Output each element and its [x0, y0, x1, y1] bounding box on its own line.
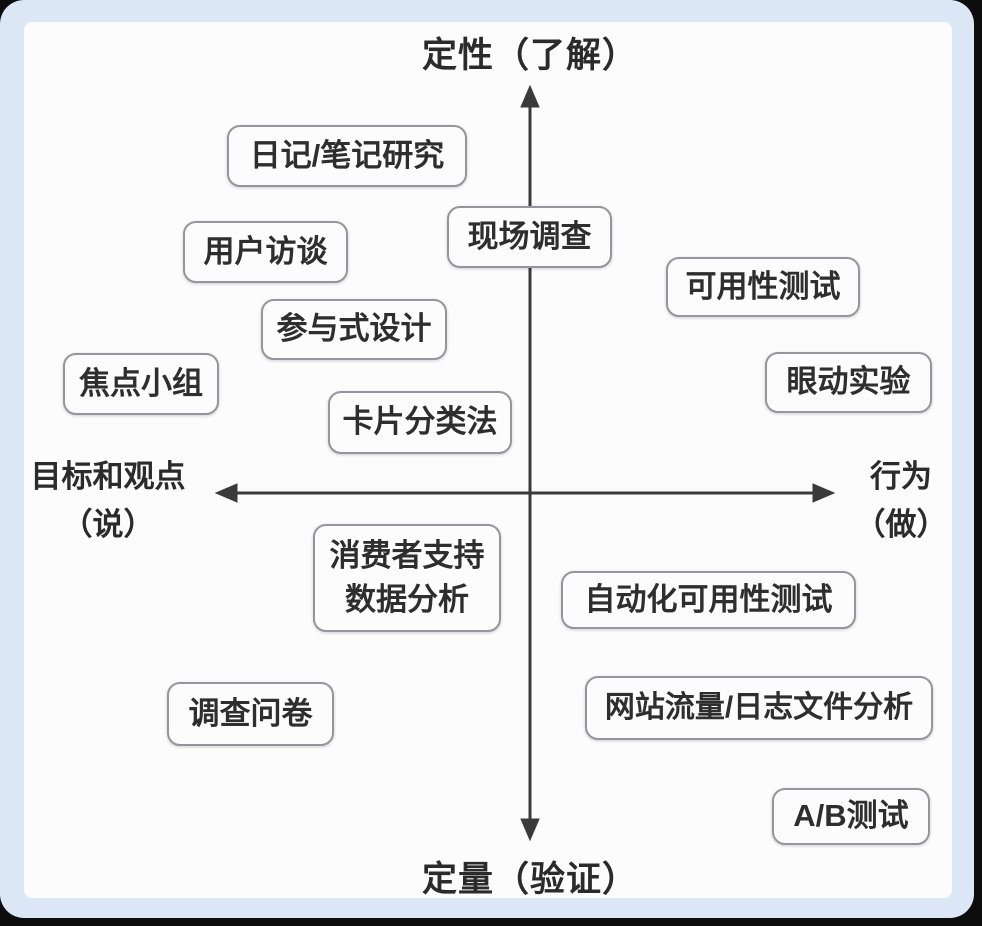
axis-title-quantitative: 定量（验证） — [421, 860, 638, 899]
vertical-axis-arrow — [520, 84, 540, 842]
method-box-card-sorting: 卡片分类法 — [328, 391, 512, 454]
arrowhead-down-icon — [520, 818, 540, 842]
axis-label-say-line2: （说） — [61, 507, 155, 542]
method-box-automated-usability-testing: 自动化可用性测试 — [561, 571, 856, 629]
axis-label-say: 目标和观点 （说） — [14, 453, 202, 549]
method-box-ab-testing: A/B测试 — [772, 788, 930, 845]
method-box-participatory-design: 参与式设计 — [261, 299, 447, 360]
arrowhead-left-icon — [214, 483, 238, 503]
method-box-eye-tracking: 眼动实验 — [765, 352, 932, 413]
method-box-field-study: 现场调查 — [447, 206, 612, 268]
axis-label-do: 行为 （做） — [845, 453, 957, 549]
arrowhead-right-icon — [812, 483, 836, 503]
method-box-web-traffic-log-analysis: 网站流量/日志文件分析 — [585, 676, 933, 740]
arrowhead-up-icon — [520, 84, 540, 108]
method-box-user-interviews: 用户访谈 — [183, 221, 348, 283]
axis-label-say-line1: 目标和观点 — [30, 459, 186, 494]
horizontal-axis-arrow — [214, 483, 836, 503]
method-box-customer-support-data-analysis: 消费者支持 数据分析 — [313, 524, 501, 632]
method-box-diary-study: 日记/笔记研究 — [227, 125, 467, 187]
method-box-usability-testing: 可用性测试 — [666, 257, 860, 317]
method-box-survey-questionnaire: 调查问卷 — [167, 682, 334, 746]
method-box-focus-groups: 焦点小组 — [63, 353, 219, 415]
diagram-panel — [24, 22, 952, 898]
axis-label-do-line1: 行为 — [870, 459, 932, 494]
axis-label-do-line2: （做） — [854, 507, 948, 542]
axis-title-qualitative: 定性（了解） — [421, 36, 638, 75]
